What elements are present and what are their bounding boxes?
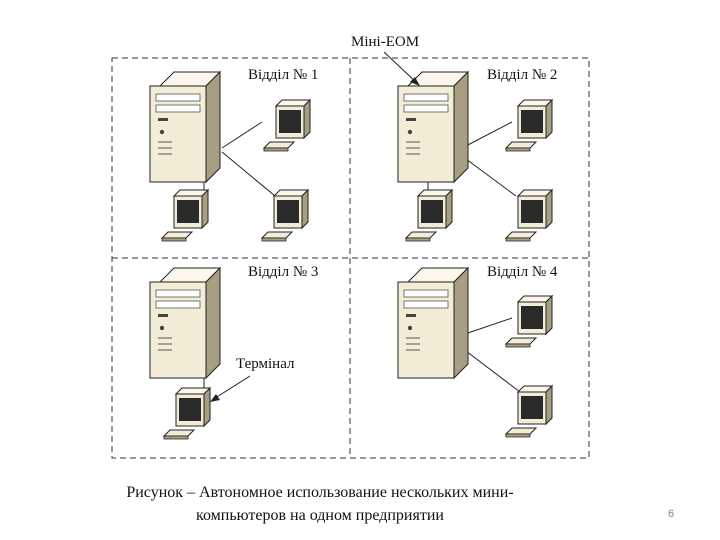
connection-line: [461, 155, 517, 197]
terminal-computer-icon: [405, 189, 453, 242]
caption-line: компьютеров на одном предприятии: [196, 507, 444, 524]
department-label: Відділ № 2: [487, 67, 557, 83]
terminal-computer-icon: [261, 189, 309, 242]
terminal-computer-icon: [263, 99, 311, 152]
department-3: Відділ № 3: [149, 264, 318, 440]
connection-line: [221, 151, 276, 197]
server-tower-icon: [397, 267, 469, 379]
department-1: Відділ № 1: [149, 67, 318, 242]
annotation-arrow: [211, 375, 251, 401]
annotation-arrow: [383, 51, 419, 85]
arrowhead-icon: [210, 394, 220, 402]
arrowhead-icon: [410, 77, 420, 86]
mini-computer-label: Міні-ЕОМ: [351, 34, 419, 50]
server-tower-icon: [397, 71, 469, 183]
connection-line: [461, 317, 513, 336]
connection-line: [461, 347, 521, 393]
terminal-computer-icon: [505, 99, 553, 152]
page-number: 6: [668, 508, 675, 520]
department-4: Відділ № 4: [397, 264, 558, 438]
terminal-label: Термінал: [236, 356, 295, 372]
figure-caption: Рисунок – Автономное использование неско…: [60, 481, 580, 527]
department-label: Відділ № 4: [487, 264, 558, 280]
department-2: Відділ № 2: [397, 67, 557, 242]
terminal-computer-icon: [505, 189, 553, 242]
mini-computer-annotation: Міні-ЕОМ: [351, 34, 420, 86]
caption-line: Рисунок – Автономное использование неско…: [126, 484, 514, 501]
server-tower-icon: [149, 71, 221, 183]
terminal-computer-icon: [161, 189, 209, 242]
terminal-computer-icon: [505, 295, 553, 348]
terminal-computer-icon: [505, 385, 553, 438]
server-tower-icon: [149, 267, 221, 379]
department-label: Відділ № 3: [248, 264, 318, 280]
terminal-computer-icon: [163, 387, 211, 440]
department-label: Відділ № 1: [248, 67, 318, 83]
connection-line: [461, 121, 513, 149]
terminal-annotation: Термінал: [210, 356, 295, 402]
connection-line: [221, 121, 263, 149]
